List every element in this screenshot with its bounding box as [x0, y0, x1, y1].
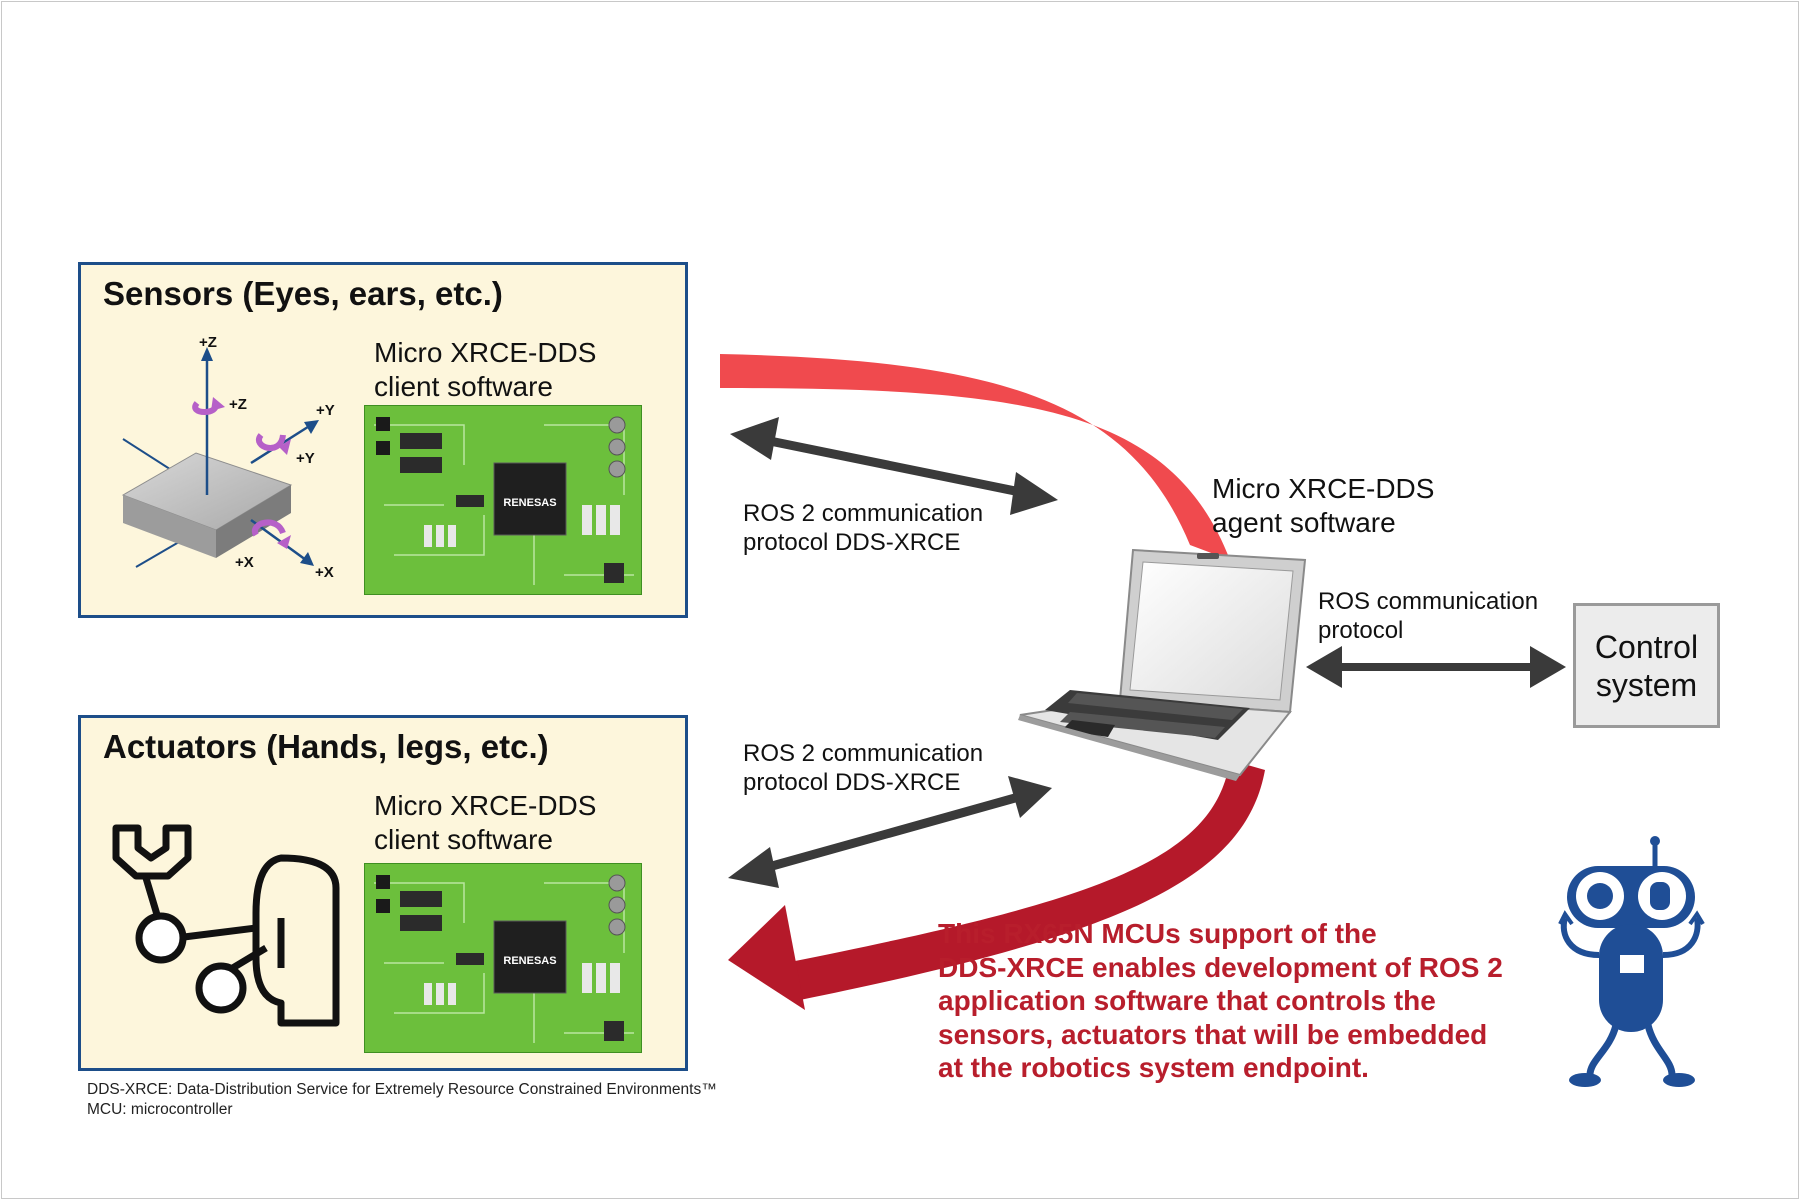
actuators-panel: Actuators (Hands, legs, etc.) Micro XRCE… [78, 715, 688, 1071]
footnote-dds-xrce: DDS-XRCE: Data-Distribution Service for … [87, 1081, 717, 1098]
highlight-line3: application software that controls the [938, 985, 1436, 1016]
actuator-client-label: Micro XRCE-DDS client software [374, 789, 654, 857]
protocol-label-bottom: ROS 2 communication protocol DDS-XRCE [743, 739, 983, 797]
protocol-top-line1: ROS 2 communication [743, 500, 984, 527]
sensor-chip-brand: RENESAS [503, 497, 556, 509]
laptop [1018, 548, 1307, 781]
protocol-bottom-line2: protocol DDS-XRCE [743, 769, 961, 796]
ros-protocol-label: ROS communication protocol [1318, 587, 1538, 645]
axis-label-rx: +X [235, 554, 254, 571]
actuator-mcu-board: RENESAS [364, 863, 642, 1053]
protocol-bottom-line1: ROS 2 communication [743, 740, 984, 767]
sensors-title: Sensors (Eyes, ears, etc.) [103, 275, 503, 312]
protocol-top-line2: protocol DDS-XRCE [743, 529, 961, 556]
sensor-client-line2: client software [374, 371, 553, 402]
protocol-arrow-bottom [728, 776, 1052, 888]
agent-line2: agent software [1212, 507, 1396, 538]
control-system-label: Control system [1587, 628, 1707, 704]
protocol-arrow-top [730, 417, 1058, 515]
axis-label-rz: +Z [229, 396, 247, 413]
sensor-client-line1: Micro XRCE-DDS [374, 337, 597, 368]
axis-label-ry: +Y [296, 450, 315, 467]
footnote-mcu: MCU: microcontroller [87, 1101, 233, 1118]
sensor-axes-illustration: +Z +Z +Y +Y +X +X [121, 335, 335, 581]
ros-protocol-line2: protocol [1318, 617, 1404, 644]
ros-protocol-line1: ROS communication [1318, 588, 1539, 615]
actuator-client-line2: client software [374, 824, 553, 855]
sensor-client-label: Micro XRCE-DDS client software [374, 336, 654, 404]
axis-label-px: +X [315, 564, 334, 581]
protocol-label-top: ROS 2 communication protocol DDS-XRCE [743, 499, 983, 557]
control-line2: system [1595, 666, 1698, 703]
data-flow-band-bottom [790, 760, 1265, 1000]
highlight-line4: sensors, actuators that will be embedded [938, 1018, 1488, 1050]
data-flow-band-top [720, 354, 1230, 560]
ros-arrow [1306, 646, 1566, 688]
actuator-client-line1: Micro XRCE-DDS [374, 790, 597, 821]
actuator-chip-brand: RENESAS [503, 955, 556, 967]
control-line1: Control [1594, 628, 1699, 665]
data-flow-arrowhead [728, 905, 805, 1010]
sensor-mcu-board: RENESAS [364, 405, 642, 595]
agent-software-label: Micro XRCE-DDS agent software [1212, 472, 1434, 540]
actuators-title: Actuators (Hands, legs, etc.) [103, 728, 549, 765]
axis-label-py: +Y [316, 402, 335, 419]
control-system-box: Control system [1573, 603, 1720, 728]
agent-line1: Micro XRCE-DDS [1212, 473, 1435, 504]
axis-label-pz: +Z [199, 335, 217, 351]
highlight-line5: at the robotics system endpoint. [938, 1052, 1369, 1083]
robot-mascot [1558, 836, 1705, 1087]
sensors-panel: Sensors (Eyes, ears, etc.) +Z +Z +Y +Y +… [78, 262, 688, 618]
highlight-line1: This RX65N MCUs support of the [938, 918, 1377, 949]
highlight-line2: DDS-XRCE enables development of ROS 2 [938, 951, 1503, 983]
robot-arm-illustration [112, 824, 340, 1027]
highlight-message: This RX65N MCUs support of the DDS-XRCE … [938, 917, 1578, 1085]
